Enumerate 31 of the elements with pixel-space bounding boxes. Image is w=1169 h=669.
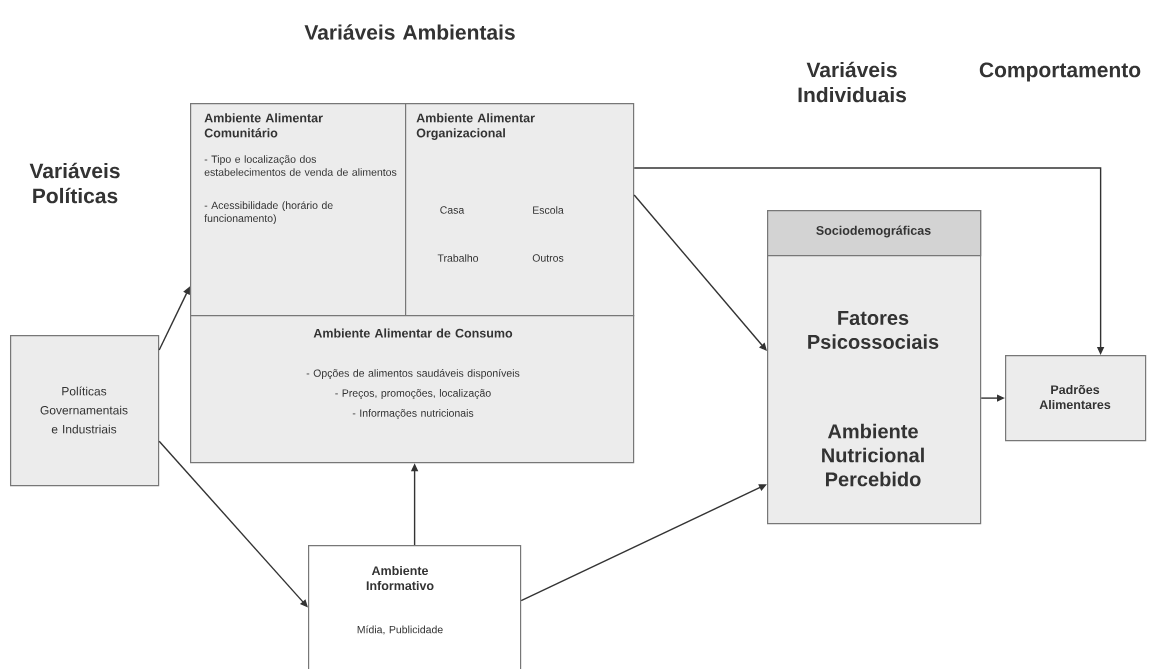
section-heading: Ambiente Alimentar Organizacional xyxy=(416,113,535,140)
place-label: Trabalho xyxy=(437,254,479,262)
panel xyxy=(190,315,635,464)
column-heading: Variáveis Individuais xyxy=(798,61,906,103)
column-heading: Variáveis Ambientais xyxy=(304,24,515,40)
place-label: Outros xyxy=(532,254,564,262)
arrow xyxy=(520,484,767,602)
box-label: Mídia, Publicidade xyxy=(357,625,443,635)
list-item: - Informações nutricionais xyxy=(352,409,474,419)
column-heading: Comportamento xyxy=(979,62,1141,82)
header-band xyxy=(767,210,982,257)
list-item: - Preços, promoções, localização xyxy=(335,389,491,399)
section-heading: Ambiente Alimentar Comunitário xyxy=(204,113,323,138)
policy-box xyxy=(10,335,160,487)
band-label: Sociodemográficas xyxy=(816,225,931,238)
info-box xyxy=(308,545,522,669)
section-heading: Ambiente Informativo xyxy=(366,565,434,591)
panel xyxy=(190,103,407,317)
box-label: Padrões Alimentares xyxy=(1039,384,1111,410)
factor-label: Ambiente Nutricional Percebido xyxy=(822,423,924,487)
section-heading: Ambiente Alimentar de Consumo xyxy=(313,328,513,338)
list-item: - Acessibilidade (horário de funcionamento) xyxy=(204,201,333,225)
panel xyxy=(405,103,635,317)
outcome-box xyxy=(1005,355,1147,442)
list-item: - Tipo e localização dos estabelecimentos de venda de alimentos xyxy=(204,155,397,176)
place-label: Casa xyxy=(440,206,465,214)
list-item: - Opções de alimentos saudáveis disponíveis xyxy=(306,369,520,379)
column-heading: Variáveis Políticas xyxy=(29,162,120,204)
factor-label: Fatores Psicossociais xyxy=(808,311,939,349)
box-label: Políticas Governamentais e Industriais xyxy=(40,386,128,434)
place-label: Escola xyxy=(533,206,564,214)
